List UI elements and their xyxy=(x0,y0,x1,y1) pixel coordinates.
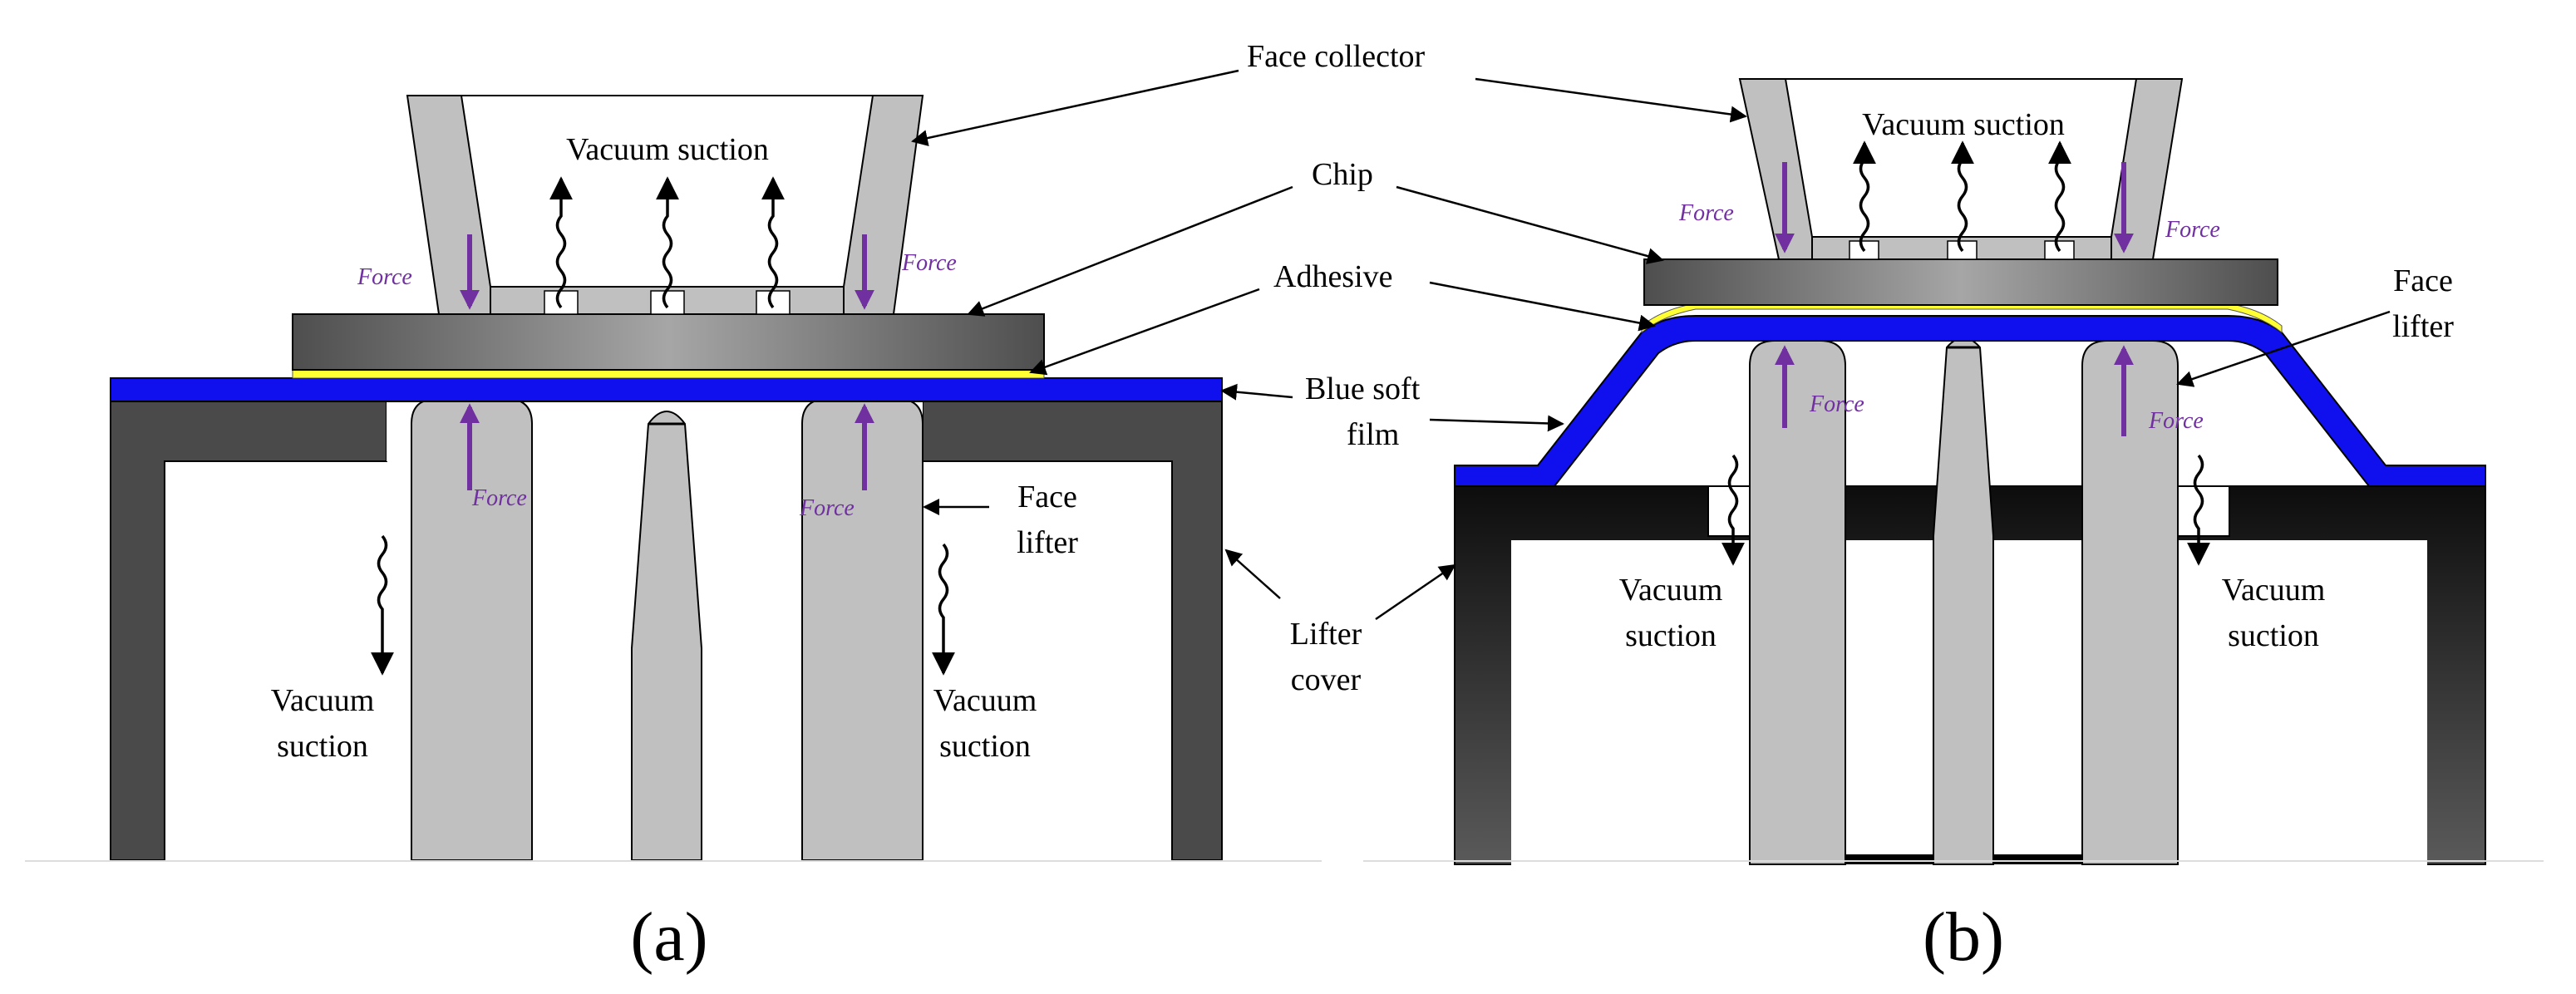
label-vacuum-left-a: Vacuum xyxy=(271,683,375,718)
label-blue-soft-film-1: Blue soft xyxy=(1305,372,1421,406)
label-vacuum-suction-top-a: Vacuum suction xyxy=(566,132,769,167)
leader-blue-film-b xyxy=(1429,415,1564,432)
leader-face-lifter-b xyxy=(2176,310,2391,387)
face-collector-a xyxy=(406,95,924,315)
caption-a: (a) xyxy=(630,898,707,976)
leader-chip-b xyxy=(1396,185,1664,264)
label-suction-left-a: suction xyxy=(277,729,368,764)
label-suction-right-b: suction xyxy=(2228,618,2319,653)
label-adhesive: Adhesive xyxy=(1273,259,1393,294)
label-face-lifter-b-2: lifter xyxy=(2392,309,2454,344)
label-vacuum-right-a: Vacuum xyxy=(933,683,1037,718)
vacuum-arrow-up-b1 xyxy=(1853,140,1876,253)
vacuum-arrow-up-b3 xyxy=(2048,140,2071,253)
blue-soft-film-a xyxy=(110,377,1223,402)
chip-a xyxy=(292,313,1045,371)
force-label-b4: Force xyxy=(2148,408,2204,434)
force-label-b2: Force xyxy=(2165,217,2220,243)
force-label-b3: Force xyxy=(1809,391,1864,417)
vacuum-arrow-up-a3 xyxy=(761,176,785,309)
leader-blue-film-a xyxy=(1220,383,1293,401)
label-lifter-cover-2: cover xyxy=(1291,662,1362,697)
force-label-a4: Force xyxy=(799,495,855,521)
label-face-lifter-a-2: lifter xyxy=(1017,525,1078,560)
leader-adhesive-a xyxy=(1029,288,1260,376)
leader-face-collector-b xyxy=(1475,77,1747,123)
leader-adhesive-b xyxy=(1429,281,1656,332)
leader-chip-a xyxy=(967,185,1293,317)
vacuum-arrow-up-a1 xyxy=(549,176,573,309)
adhesive-b xyxy=(1641,303,2283,334)
label-chip: Chip xyxy=(1312,157,1373,192)
label-face-lifter-b-1: Face xyxy=(2393,263,2453,298)
leader-face-collector-a xyxy=(911,69,1239,146)
label-blue-soft-film-2: film xyxy=(1347,417,1399,452)
vacuum-arrow-up-b2 xyxy=(1951,140,1974,253)
label-vacuum-right-b: Vacuum xyxy=(2222,573,2326,608)
force-label-b1: Force xyxy=(1678,200,1734,226)
label-face-lifter-a-1: Face xyxy=(1017,480,1077,514)
panel-b: Vacuum suction Force Force Force Force V… xyxy=(1363,78,2544,976)
face-collector-b xyxy=(1738,78,2184,260)
force-label-a1: Force xyxy=(357,264,412,290)
vacuum-arrow-down-left-a xyxy=(371,534,394,676)
vacuum-arrow-down-right-b xyxy=(2187,454,2210,566)
vacuum-arrow-down-right-a xyxy=(932,543,955,676)
leader-lifter-cover-b xyxy=(1375,563,1456,621)
force-label-a2: Force xyxy=(901,250,957,276)
label-suction-right-a: suction xyxy=(939,729,1031,764)
vacuum-arrow-down-left-b xyxy=(1721,454,1745,566)
label-suction-left-b: suction xyxy=(1625,618,1717,653)
label-face-collector: Face collector xyxy=(1247,39,1426,74)
vacuum-arrow-up-a2 xyxy=(656,176,679,309)
needle-b xyxy=(1933,337,1994,865)
adhesive-a xyxy=(292,369,1045,379)
blue-soft-film-b xyxy=(1454,315,2486,487)
label-lifter-cover-1: Lifter xyxy=(1290,617,1362,652)
label-vacuum-suction-top-b: Vacuum suction xyxy=(1862,107,2065,142)
face-lifter-left-b xyxy=(1749,340,1846,865)
chip-b xyxy=(1643,258,2278,306)
force-label-a3: Force xyxy=(471,485,527,511)
label-vacuum-left-b: Vacuum xyxy=(1619,573,1723,608)
panel-a: Vacuum suction Force Force Force Force V… xyxy=(25,95,1322,976)
needle-a xyxy=(631,411,702,861)
center-labels: Face collector Chip Adhesive Blue soft f… xyxy=(911,39,1747,697)
caption-b: (b) xyxy=(1923,898,2004,976)
leader-lifter-cover-a xyxy=(1224,549,1281,599)
